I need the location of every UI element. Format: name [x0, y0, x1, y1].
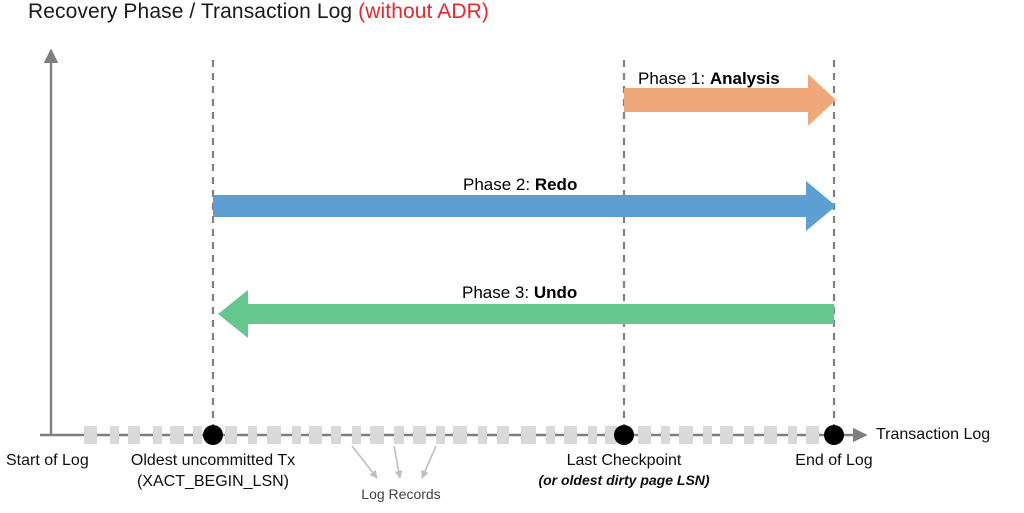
- phase-1-prefix: Phase 1:: [638, 69, 710, 88]
- marker-label-oldest-tx-main: Oldest uncommitted Tx: [130, 452, 296, 469]
- phase-2-arrow: [213, 181, 836, 231]
- marker-dot-checkpoint: [614, 425, 634, 445]
- log-records-callout-label: Log Records: [361, 486, 441, 502]
- page-title-main: Recovery Phase / Transaction Log: [28, 0, 359, 23]
- phase-2-label: Phase 2: Redo: [463, 175, 577, 195]
- marker-label-oldest-tx: Oldest uncommitted Tx (XACT_BEGIN_LSN): [131, 450, 295, 492]
- marker-label-end-of-log: End of Log: [795, 450, 872, 471]
- marker-label-checkpoint: Last Checkpoint (or oldest dirty page LS…: [538, 450, 709, 490]
- page-title: Recovery Phase / Transaction Log (withou…: [28, 0, 489, 26]
- phase-2-name: Redo: [534, 175, 578, 194]
- log-record-boxes: [84, 426, 819, 444]
- phase-1-arrow: [624, 74, 836, 126]
- x-axis-title: Transaction Log: [876, 426, 991, 443]
- log-records-callout-arrows: [351, 445, 437, 479]
- phase-2-prefix: Phase 2:: [463, 175, 535, 194]
- phase-3-arrow: [218, 290, 834, 338]
- marker-label-end-of-log-main: End of Log: [795, 452, 873, 469]
- page-title-accent: (without ADR): [358, 0, 489, 23]
- phase-3-label: Phase 3: Undo: [462, 283, 577, 303]
- phase-3-prefix: Phase 3:: [462, 283, 534, 302]
- marker-dot-end-of-log: [824, 425, 844, 445]
- marker-label-checkpoint-sub: (or oldest dirty page LSN): [538, 472, 710, 488]
- marker-label-checkpoint-main: Last Checkpoint: [566, 452, 682, 469]
- phase-1-name: Analysis: [709, 69, 780, 88]
- start-of-log-label: Start of Log: [6, 452, 89, 469]
- phase-1-label: Phase 1: Analysis: [638, 69, 780, 89]
- marker-label-oldest-tx-sub: (XACT_BEGIN_LSN): [136, 473, 290, 490]
- phase-3-name: Undo: [533, 283, 578, 302]
- marker-dot-oldest-tx: [203, 425, 223, 445]
